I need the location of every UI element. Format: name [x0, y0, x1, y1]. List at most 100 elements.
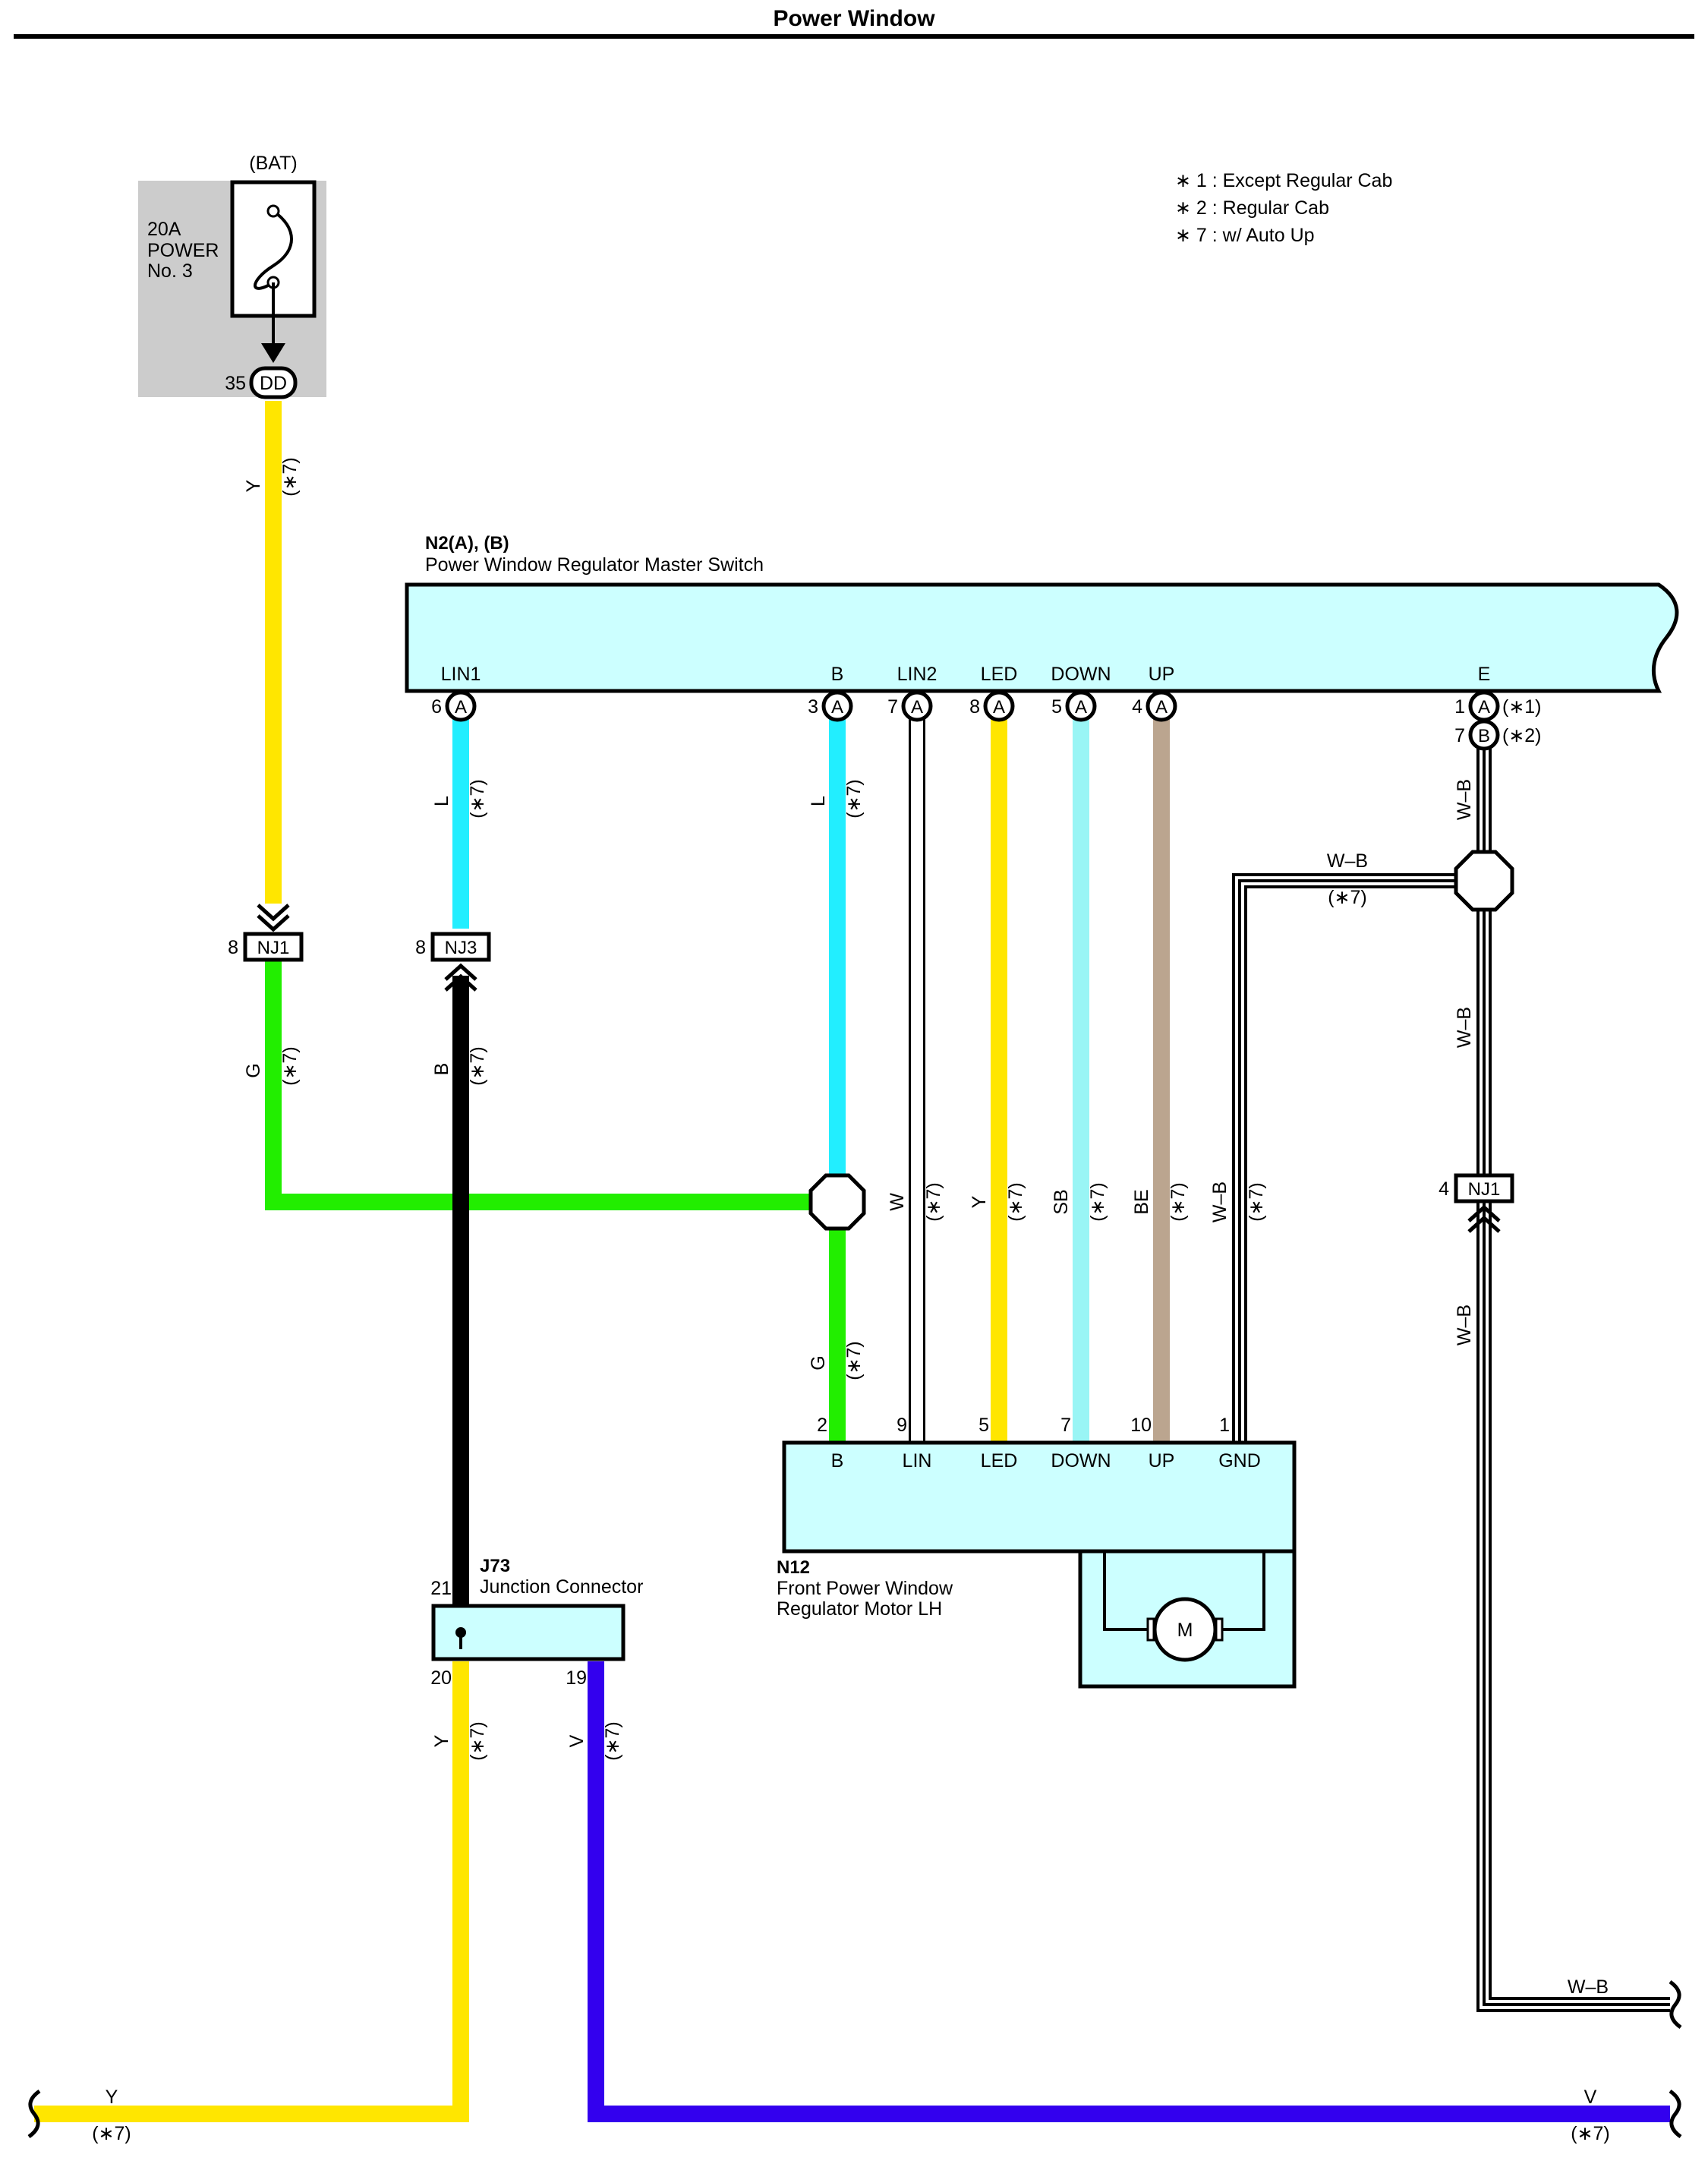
wire-label-be: BE — [1131, 1189, 1152, 1214]
pin-conn-e2: B — [1478, 726, 1490, 746]
pin-conn-up: A — [1155, 697, 1168, 718]
pin-conn-led: A — [993, 697, 1005, 718]
wire-wb-gnd — [1235, 876, 1457, 1443]
fuse-block: (BAT) 20A POWER No. 3 DD 35 — [138, 153, 326, 399]
wire-label-wb-gnd: W–B — [1209, 1181, 1231, 1222]
pin-conn-e: A — [1478, 697, 1490, 718]
nj1-right-arrow-icon — [1467, 1204, 1501, 1233]
pin-label-down: DOWN — [1051, 664, 1111, 685]
master-switch-code: N2(A), (B) — [425, 533, 509, 554]
motor-pin-num-led: 5 — [978, 1415, 989, 1436]
junction-node — [455, 1627, 466, 1638]
pin-e: A 1 (∗1) B 7 (∗2) — [1454, 690, 1542, 751]
nj1-top-label: NJ1 — [257, 938, 290, 958]
motor-pin-num-lin: 9 — [897, 1415, 907, 1436]
wire-note-b-nj3: (∗7) — [467, 1046, 488, 1086]
motor-icon — [1152, 1597, 1218, 1662]
wire-g-nj1 — [265, 958, 837, 1210]
motor-name-1: Front Power Window — [777, 1578, 953, 1599]
wire-note-l-lin1: (∗7) — [467, 779, 488, 819]
wire-label-wb-horizontal: W–B — [1327, 850, 1368, 872]
pin-num-lin1: 6 — [431, 696, 442, 718]
pin-num-b: 3 — [808, 696, 818, 718]
wire-label-sb: SB — [1051, 1189, 1072, 1214]
pin-num-down: 5 — [1051, 696, 1062, 718]
note-2: ∗ 2 : Regular Cab — [1175, 197, 1329, 219]
motor-name-2: Regulator Motor LH — [777, 1598, 942, 1620]
motor-pin-num-down: 7 — [1060, 1415, 1071, 1436]
pin-down: A 5 — [1051, 690, 1097, 722]
motor-pin-label-led: LED — [981, 1450, 1018, 1472]
fuse-arrow-icon — [261, 343, 285, 363]
wire-note-sb: (∗7) — [1087, 1182, 1108, 1222]
pin-label-lin1: LIN1 — [441, 664, 481, 685]
pin-conn-down: A — [1075, 697, 1087, 718]
pin-num-e2: 7 — [1454, 725, 1465, 746]
splice-point-g — [808, 1173, 866, 1231]
pin-num-led: 8 — [969, 696, 980, 718]
junction-pin-20: 20 — [430, 1667, 452, 1689]
wire-v-j73 — [588, 1661, 1670, 2122]
note-1: ∗ 1 : Except Regular Cab — [1175, 170, 1392, 191]
wire-note-g-nj1: (∗7) — [279, 1046, 301, 1086]
wire-note-wb-gnd: (∗7) — [1246, 1182, 1267, 1222]
motor-pin-num-b: 2 — [817, 1415, 827, 1436]
pin-num-lin2: 7 — [887, 696, 898, 718]
nj1-right-label: NJ1 — [1468, 1179, 1501, 1200]
junction-name: Junction Connector — [480, 1576, 643, 1598]
pin-conn-lin1: A — [455, 697, 467, 718]
pin-led: A 8 — [969, 690, 1015, 722]
wire-note-l-b: (∗7) — [843, 779, 865, 819]
wire-wb-e-outline — [1476, 748, 1670, 2012]
nj3-pin: 8 — [415, 937, 426, 958]
motor-lead-left — [1103, 1551, 1149, 1631]
wire-note-be: (∗7) — [1168, 1182, 1189, 1222]
junction-pin-19: 19 — [566, 1667, 587, 1689]
fuse-terminal-top — [266, 204, 280, 218]
motor-pin-label-b: B — [831, 1450, 844, 1472]
splice-point-wb — [1454, 850, 1514, 912]
junction-code: J73 — [480, 1556, 510, 1576]
motor-symbol: M — [1177, 1620, 1193, 1641]
wire-label-v-bottom: V — [1584, 2087, 1597, 2108]
pin-note-e2: (∗2) — [1502, 725, 1542, 746]
pin-label-lin2: LIN2 — [897, 664, 938, 685]
fuse-number: No. 3 — [147, 260, 193, 282]
nj3-label: NJ3 — [445, 938, 477, 958]
wire-wb-e — [1480, 748, 1670, 2009]
motor-code: N12 — [777, 1557, 810, 1578]
motor-lead-right — [1221, 1551, 1265, 1631]
wire-label-v-j73: V — [566, 1734, 588, 1747]
wire-note-w: (∗7) — [923, 1182, 944, 1222]
wire-note-g-b: (∗7) — [843, 1341, 865, 1380]
pin-lin2: A 7 — [887, 690, 933, 722]
pin-note-e: (∗1) — [1502, 696, 1542, 718]
pin-label-led: LED — [981, 664, 1018, 685]
pin-lin1: A 6 — [431, 690, 477, 722]
nj1-top-arrow-icon — [257, 904, 290, 932]
pin-num-up: 4 — [1132, 696, 1142, 718]
motor-n12: M B LIN LED DOWN UP GND 2 9 5 7 10 1 N12… — [777, 1415, 1297, 1689]
wire-label-l-lin1: L — [431, 796, 452, 806]
pin-num-e: 1 — [1454, 696, 1465, 718]
wire-label-wb-e2: W–B — [1454, 1007, 1475, 1048]
fuse-element-icon — [254, 210, 293, 290]
wire-label-y-fuse: Y — [243, 479, 264, 492]
fuse-connector — [249, 366, 298, 399]
fuse-name: POWER — [147, 240, 219, 261]
continuation-right-v — [1669, 2089, 1682, 2139]
master-switch-body — [405, 582, 1679, 693]
pin-label-up: UP — [1149, 664, 1175, 685]
fuse-connector-label: DD — [260, 373, 287, 394]
motor-pin-num-gnd: 1 — [1219, 1415, 1230, 1436]
wire-wb-e-stripe — [1483, 748, 1670, 2006]
motor-pin-label-gnd: GND — [1218, 1450, 1261, 1472]
motor-connector-body — [782, 1440, 1297, 1554]
wire-wb-gnd-stripe — [1238, 879, 1457, 1443]
page-title: Power Window — [773, 6, 935, 31]
wire-label-y-bottom: Y — [106, 2087, 118, 2108]
wire-label-w: W — [887, 1193, 908, 1211]
wire-note-y-bottom: (∗7) — [92, 2123, 131, 2144]
pin-conn-b: A — [831, 697, 843, 718]
